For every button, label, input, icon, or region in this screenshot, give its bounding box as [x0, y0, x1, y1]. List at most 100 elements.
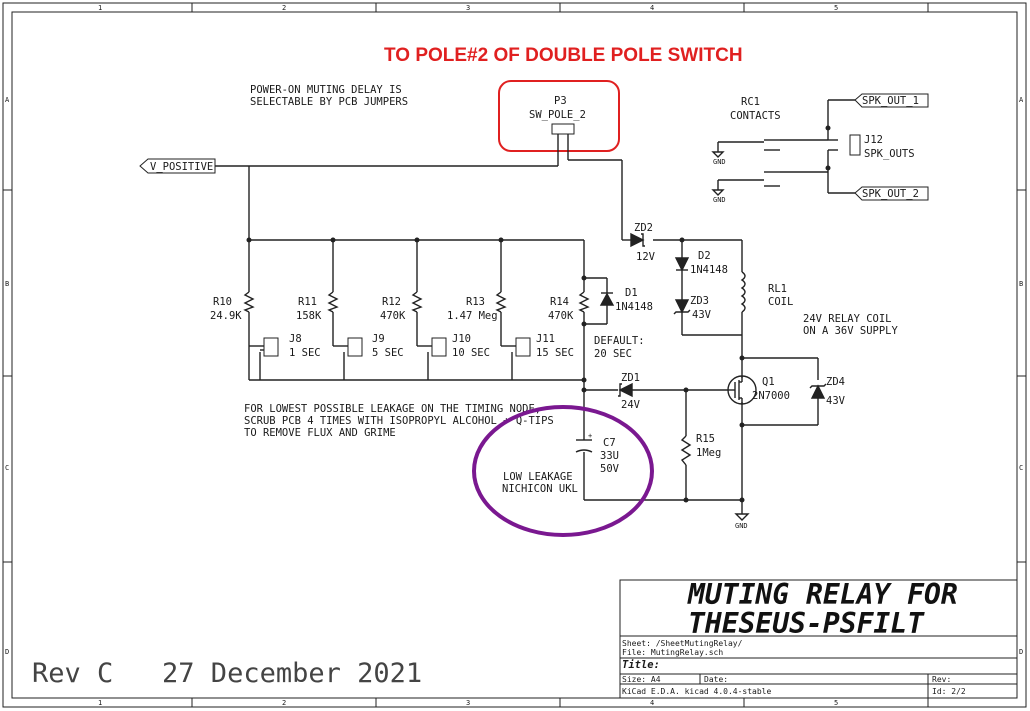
d1-value: 1N4148 [615, 301, 653, 313]
r14-value: 470K [548, 310, 574, 322]
tb-rev: Rev: [932, 675, 951, 684]
col-label: 2 [282, 4, 286, 12]
gnd-symbols-contacts [711, 151, 725, 196]
row-label: D [5, 648, 9, 656]
j12-body [849, 134, 861, 156]
rc1-value: CONTACTS [730, 110, 781, 122]
spk-out-2-label: SPK_OUT_2 [862, 188, 919, 200]
p3-value: SW_POLE_2 [529, 109, 586, 121]
zd2-symbol [630, 232, 645, 248]
j9-value: 5 SEC [372, 347, 404, 359]
inner-frame [11, 11, 1018, 699]
rl1-value: COIL [768, 296, 793, 308]
col-label: 4 [650, 699, 654, 707]
title-block-frame [619, 579, 1018, 699]
relay-note-2: ON A 36V SUPPLY [803, 325, 899, 337]
cap-note-2: NICHICON UKL [502, 483, 578, 495]
j9-ref: J9 [372, 333, 385, 345]
spk-out-1-label-shape [854, 93, 929, 108]
v-positive-label: V_POSITIVE [150, 161, 213, 173]
tb-kicad: KiCad E.D.A. kicad 4.0.4-stable [622, 687, 771, 696]
default-note-1: DEFAULT: [594, 335, 645, 347]
c7-symbol [575, 439, 593, 453]
p3-ref: P3 [554, 95, 567, 107]
rc1-ref: RC1 [741, 96, 760, 108]
row-label: B [1019, 280, 1023, 288]
r13-value: 1.47 Meg [447, 310, 498, 322]
row-label: D [1019, 648, 1023, 656]
col-label: 4 [650, 4, 654, 12]
cap-note-1: LOW LEAKAGE [503, 471, 573, 483]
j10-value: 10 SEC [452, 347, 490, 359]
frame-labels: 1 2 3 4 5 1 2 3 4 5 A B C D A B C D [5, 4, 1024, 707]
d1-ref: D1 [625, 287, 638, 299]
gnd-label-2: GND [713, 196, 726, 204]
j12-wiring [827, 99, 855, 194]
title-line-2: THESEUS-PSFILT [688, 607, 925, 640]
p3-connector-body [551, 123, 575, 135]
junctions [246, 125, 831, 503]
q1-symbol [727, 375, 757, 405]
r15-ref: R15 [696, 433, 715, 445]
tb-sheet: Sheet: /SheetMutingRelay/ [622, 639, 743, 648]
r15-value: 1Meg [696, 447, 721, 459]
col-label: 1 [98, 699, 102, 707]
gnd-label-main: GND [735, 522, 748, 530]
c7-voltage: 50V [600, 463, 620, 475]
col-label: 3 [466, 699, 470, 707]
cap-highlight-circle [472, 405, 654, 537]
revision-date: Rev C 27 December 2021 [32, 658, 422, 689]
tb-size: Size: A4 [622, 675, 661, 684]
row-label: A [1019, 96, 1024, 104]
r10-value: 24.9K [210, 310, 242, 322]
jumpers [263, 337, 531, 357]
r12-ref: R12 [382, 296, 401, 308]
zd2-ref: ZD2 [634, 222, 653, 234]
q1-ref: Q1 [762, 376, 775, 388]
col-label: 3 [466, 4, 470, 12]
leakage-note-3: TO REMOVE FLUX AND GRIME [244, 427, 396, 439]
zd3-symbol [673, 299, 691, 315]
d2-value: 1N4148 [690, 264, 728, 276]
row-label: C [1019, 464, 1023, 472]
j8-value: 1 SEC [289, 347, 321, 359]
header-note: TO POLE#2 OF DOUBLE POLE SWITCH [384, 45, 743, 66]
j10-ref: J10 [452, 333, 471, 345]
d2-symbol [674, 257, 690, 272]
zd4-ref: ZD4 [826, 376, 845, 388]
r14-ref: R14 [550, 296, 569, 308]
zd3-value: 43V [692, 309, 712, 321]
col-label: 2 [282, 699, 286, 707]
tb-file: File: MutingRelay.sch [622, 648, 723, 657]
r11-ref: R11 [298, 296, 317, 308]
c7-plus-sign: + [588, 432, 592, 440]
zd4-value: 43V [826, 395, 846, 407]
j11-value: 15 SEC [536, 347, 574, 359]
spk-out-1-label: SPK_OUT_1 [862, 95, 919, 107]
frame-ticks [3, 3, 1026, 707]
relay-note-1: 24V RELAY COIL [803, 313, 892, 325]
rl1-ref: RL1 [768, 283, 787, 295]
wires [215, 150, 819, 514]
gnd-label-1: GND [713, 158, 726, 166]
p3-highlight-box [498, 80, 620, 152]
zd1-symbol [618, 382, 633, 398]
d2-ref: D2 [698, 250, 711, 262]
zd4-symbol [809, 383, 827, 399]
tb-title-label: Title: [622, 659, 660, 671]
j8-ref: J8 [289, 333, 302, 345]
row-label: C [5, 464, 9, 472]
col-label: 5 [834, 699, 838, 707]
zd1-value: 24V [621, 399, 641, 411]
r12-value: 470K [380, 310, 406, 322]
note-muting-delay-1: POWER-ON MUTING DELAY IS [250, 84, 402, 96]
title-line-1: MUTING RELAY FOR [687, 578, 958, 611]
row-label: A [5, 96, 10, 104]
col-label: 5 [834, 4, 838, 12]
leakage-note-1: FOR LOWEST POSSIBLE LEAKAGE ON THE TIMIN… [244, 403, 541, 415]
rl1-coil-symbol [740, 271, 746, 313]
j11-ref: J11 [536, 333, 555, 345]
j12-value: SPK_OUTS [864, 148, 915, 160]
